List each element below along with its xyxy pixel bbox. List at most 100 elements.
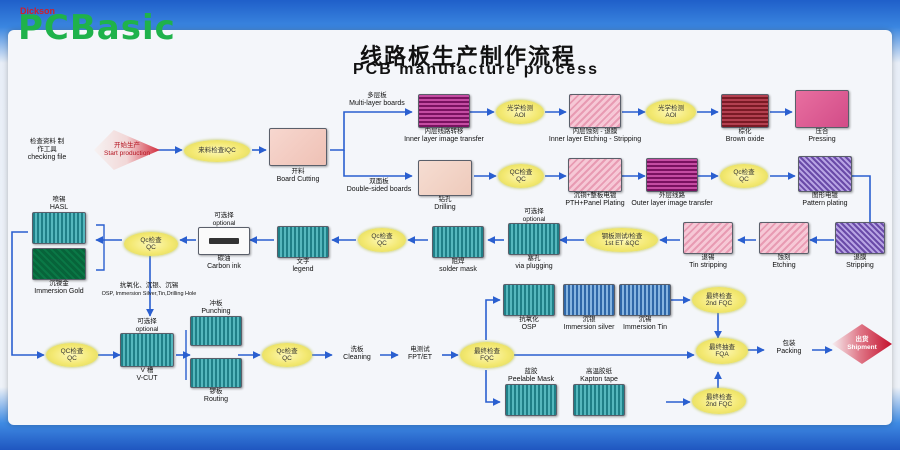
title-chinese: 线路板生产制作流程: [360, 45, 577, 70]
node-packing: 包装 Packing: [766, 340, 812, 356]
aoi-2-cn: 光学检测: [658, 104, 684, 112]
multilayer-cn: 多层板: [367, 92, 387, 99]
peelable-mask-image: [505, 384, 557, 416]
legend-en: legend: [292, 266, 314, 273]
finish-note-cn: 抗氧化、沉银、沉锡: [119, 282, 179, 289]
immersion-tin-image: [619, 284, 671, 316]
etching-image: [759, 222, 809, 254]
via-plugging-en: via plugging: [515, 263, 553, 270]
osp-en: OSP: [521, 324, 537, 331]
node-2nd-fqc-a: 最终检查 2nd FQC: [692, 287, 746, 313]
title-english: PCB manufacture process: [353, 61, 600, 78]
double-sided-cn: 双面板: [369, 178, 389, 185]
fqc-2nd-a-en: 2nd FQC: [705, 300, 733, 307]
node-board-cutting: 开料 Board Cutting: [266, 128, 330, 184]
node-qc-6: Qc检查 QC: [262, 343, 312, 367]
node-immersion-silver: 沉银 Immersion silver: [558, 284, 620, 332]
hasl-cn: 喷锡: [52, 196, 66, 203]
node-kapton-tape: 高温胶纸 Kapton tape: [566, 368, 632, 416]
hasl-image: [32, 212, 86, 244]
inner-etching-image: [569, 94, 621, 128]
pressing-cn: 压合: [815, 128, 829, 135]
board-cutting-en: Board Cutting: [276, 176, 320, 183]
vcut-cn: V 槽: [140, 367, 154, 374]
kapton-tape-en: Kapton tape: [580, 376, 618, 383]
node-immersion-tin: 沉锡 Immersion Tin: [614, 284, 676, 332]
node-routing: 锣板 Routing: [188, 358, 244, 404]
peelable-mask-cn: 蓝胶: [524, 368, 538, 375]
node-drilling: 钻孔 Drilling: [414, 160, 476, 212]
qc-1-en: QC: [516, 176, 526, 183]
immersion-silver-en: Immersion silver: [563, 324, 615, 331]
pth-en: PTH+Panel Plating: [565, 200, 625, 207]
fqa-cn: 最终抽查: [709, 343, 735, 351]
cleaning-en: Cleaning: [343, 354, 371, 361]
kapton-tape-cn: 高温胶纸: [586, 368, 612, 375]
first-et-en: 1st ET &QC: [604, 240, 640, 247]
finish-note-en: OSP, Immersion Silver,Tin,Drilling Hole: [101, 291, 197, 297]
pressing-image: [795, 90, 849, 128]
arrow-fqc-down: [485, 370, 501, 406]
peelable-mask-en: Peelable Mask: [508, 376, 554, 383]
vcut-optional-cn: 可选择: [137, 318, 157, 325]
legend-image: [277, 226, 329, 258]
node-cleaning: 洗板 Cleaning: [334, 346, 380, 362]
node-brown-oxide: 棕化 Brown oxide: [718, 94, 772, 144]
outer-transfer-cn: 外层线路: [659, 192, 685, 199]
node-punching: 冲板 Punching: [188, 300, 244, 346]
node-qc-5: QC检查 QC: [46, 343, 98, 367]
solder-mask-cn: 阻焊: [451, 258, 465, 265]
node-incoming-iqc: 来料检查IQC: [184, 140, 250, 162]
qc-3-en: QC: [377, 240, 387, 247]
node-etching: 蚀刻 Etching: [756, 222, 812, 270]
inner-transfer-image: [418, 94, 470, 128]
inner-transfer-cn: 内层线路转移: [424, 128, 464, 135]
node-pressing: 压合 Pressing: [792, 90, 852, 144]
fpt-et-cn: 电测试: [410, 346, 430, 353]
stripping-cn: 退膜: [853, 254, 867, 261]
via-plugging-cn: 塞孔: [527, 255, 541, 262]
node-qc-1: QC检查 QC: [498, 164, 544, 188]
solder-mask-en: solder mask: [439, 266, 477, 273]
brown-oxide-image: [721, 94, 769, 128]
fqc-2nd-b-en: 2nd FQC: [705, 401, 733, 408]
node-qc-3: Qc检查 QC: [358, 228, 406, 252]
checking-file-cn: 检查资料 制作工具: [29, 138, 65, 153]
stripping-image: [835, 222, 885, 254]
immersion-tin-en: Immersion Tin: [623, 324, 667, 331]
tin-stripping-cn: 退锡: [701, 254, 715, 261]
node-osp: 抗氧化 OSP: [500, 284, 558, 332]
qc-3-cn: Qc检查: [371, 232, 393, 240]
immersion-gold-image: [32, 248, 86, 280]
qc-5-cn: QC检查: [60, 347, 84, 355]
board-cutting-cn: 开料: [291, 168, 305, 175]
inner-transfer-en: Inner layer image transfer: [404, 136, 484, 143]
hasl-en: HASL: [49, 204, 69, 211]
drilling-en: Drilling: [434, 204, 456, 211]
outer-transfer-en: Outer layer image transfer: [631, 200, 713, 207]
punching-en: Punching: [201, 308, 231, 315]
fqc-1-en: FQC: [480, 355, 494, 362]
packing-en: Packing: [776, 348, 802, 355]
routing-image: [190, 358, 242, 388]
etching-cn: 蚀刻: [777, 254, 791, 261]
company-logo: Dickson PCBasic: [18, 6, 200, 48]
node-start-production: 开始生产 Start production: [94, 130, 160, 170]
node-aoi-1: 光学检测 AOI: [496, 100, 544, 124]
node-aoi-2: 光学检测 AOI: [646, 100, 696, 124]
vcut-image: [120, 333, 174, 367]
node-pth: 沉铜+整板电镀 PTH+Panel Plating: [560, 158, 630, 208]
node-peelable-mask: 蓝胶 Peelable Mask: [500, 368, 562, 416]
node-pattern-plating: 图形电镀 Pattern plating: [792, 156, 858, 208]
node-qc-2: Qc检查 QC: [720, 164, 768, 188]
node-finish-note: 抗氧化、沉银、沉锡 OSP, Immersion Silver,Tin,Dril…: [94, 282, 204, 298]
bracket-finish: [96, 224, 105, 271]
node-outer-transfer: 外层线路 Outer layer image transfer: [631, 158, 713, 208]
legend-cn: 文字: [296, 258, 310, 265]
node-shipment: 出货 Shipment: [832, 324, 892, 364]
logo-brand-text: PCBasic: [18, 8, 176, 48]
qc-2-cn: Qc检查: [733, 168, 755, 176]
aoi-1-en: AOI: [514, 112, 526, 119]
punching-image: [190, 316, 242, 346]
